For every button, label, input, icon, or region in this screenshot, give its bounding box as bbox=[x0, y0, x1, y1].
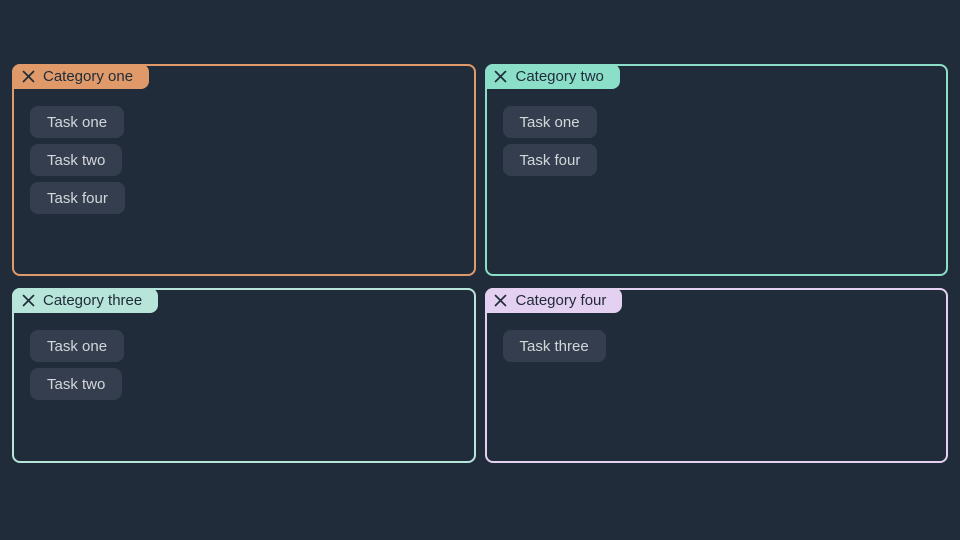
close-icon[interactable] bbox=[21, 294, 35, 308]
task-chip[interactable]: Task four bbox=[502, 144, 598, 176]
category-tab: Category one bbox=[12, 64, 150, 89]
category-tab: Category four bbox=[484, 288, 623, 313]
category-label: Category four bbox=[515, 292, 607, 309]
task-chip[interactable]: Task one bbox=[30, 330, 125, 362]
close-icon[interactable] bbox=[494, 70, 508, 84]
category-panel[interactable]: Category four Task three bbox=[484, 288, 948, 463]
task-chip[interactable]: Task two bbox=[30, 368, 123, 400]
category-tab: Category three bbox=[12, 288, 159, 313]
task-chip[interactable]: Task two bbox=[30, 144, 123, 176]
category-label: Category one bbox=[43, 68, 134, 85]
category-label: Category two bbox=[515, 68, 604, 85]
task-chip[interactable]: Task one bbox=[502, 106, 597, 138]
close-icon[interactable] bbox=[494, 294, 508, 308]
category-tab: Category two bbox=[484, 64, 620, 89]
task-chip[interactable]: Task four bbox=[30, 182, 125, 214]
task-chip[interactable]: Task three bbox=[502, 330, 606, 362]
close-icon[interactable] bbox=[21, 70, 35, 84]
task-list: Task three bbox=[487, 290, 947, 378]
category-label: Category three bbox=[43, 292, 143, 309]
task-chip[interactable]: Task one bbox=[30, 106, 125, 138]
